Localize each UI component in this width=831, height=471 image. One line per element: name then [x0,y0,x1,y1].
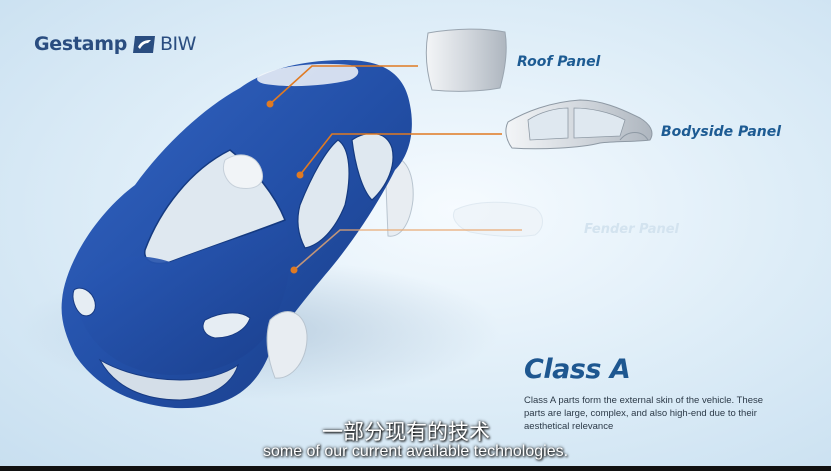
subtitle-english: some of our current available technologi… [262,443,569,460]
front-grille [98,358,239,401]
logo-badge-icon [132,35,156,54]
logo-brand: Gestamp [34,33,127,55]
roof-panel-label: Roof Panel [517,54,601,70]
callout-lines [269,65,522,271]
gestamp-logo: Gestamp BIW [34,33,196,55]
class-title: Class A [524,354,631,385]
roof-opening [257,63,359,87]
class-description: Class A parts form the external skin of … [524,395,764,432]
logo-suffix: BIW [160,33,196,55]
roof-panel-part [425,28,507,92]
front-wheel [266,311,308,379]
callout-dots [266,100,304,274]
bodyside-panel-part [505,99,653,150]
subtitle-chinese: 一部分现有的技术 [322,420,490,444]
car-hood [75,225,290,375]
headlight-left [72,287,96,317]
interior-seat [223,154,264,189]
fender-panel-part [453,201,543,237]
headlight-right [202,312,251,339]
letterbox-bar [0,466,831,471]
bodyside-panel-label: Bodyside Panel [661,124,782,140]
fender-panel-label: Fender Panel [584,222,679,237]
side-window-front [297,139,350,249]
